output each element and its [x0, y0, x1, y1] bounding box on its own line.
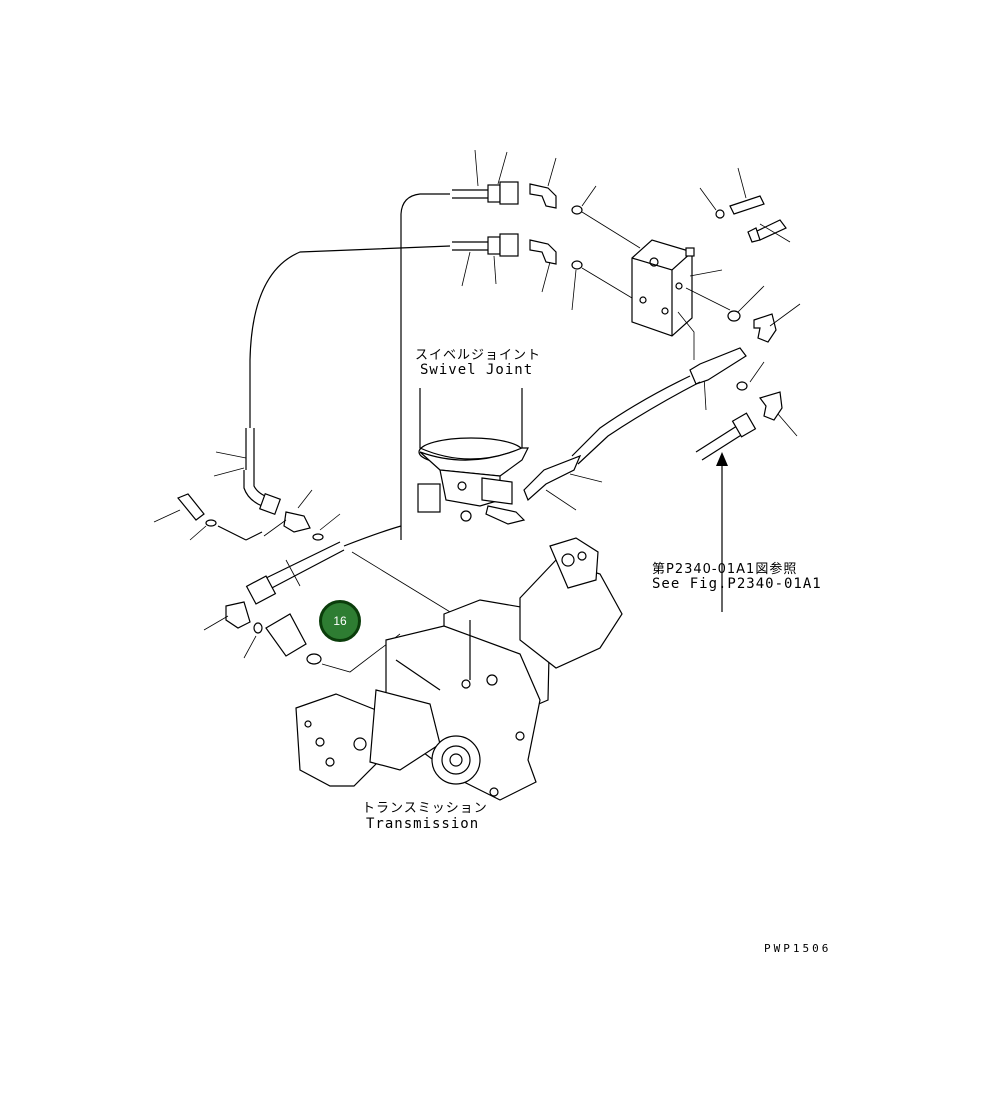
- lower-left-fittings: [225, 601, 401, 673]
- valve-block-fittings: [715, 195, 787, 421]
- transmission-label-jp: トランスミッション: [362, 801, 488, 816]
- drawing-code: PWP1506: [764, 942, 832, 955]
- part-callout-16[interactable]: 16: [319, 600, 361, 642]
- swivel-joint: [417, 388, 529, 525]
- valve-block: [631, 239, 695, 337]
- leader-lines-left: [153, 451, 341, 659]
- upper-hose-1: [400, 181, 519, 540]
- see-fig-hose: [695, 412, 757, 612]
- elbow-fittings-top: [529, 183, 583, 270]
- leader-lines-top: [461, 149, 641, 311]
- lower-hose: [245, 525, 461, 619]
- left-hose: [243, 428, 311, 533]
- swivel-joint-label-en: Swivel Joint: [420, 362, 534, 378]
- valve-to-swivel-hose: [523, 347, 747, 502]
- swivel-joint-label-jp: スイベルジョイント: [415, 348, 542, 363]
- left-fittings: [177, 493, 324, 541]
- transmission: [295, 537, 623, 801]
- see-fig-label-en: See Fig.P2340-01A1: [652, 576, 822, 592]
- see-fig-label-jp: 第P2340-01A1図参照: [652, 562, 798, 577]
- transmission-label-en: Transmission: [366, 816, 480, 832]
- upper-hose-2: [249, 233, 519, 428]
- leader-lines-swivel: [545, 473, 603, 511]
- leader-lines-right: [677, 167, 801, 437]
